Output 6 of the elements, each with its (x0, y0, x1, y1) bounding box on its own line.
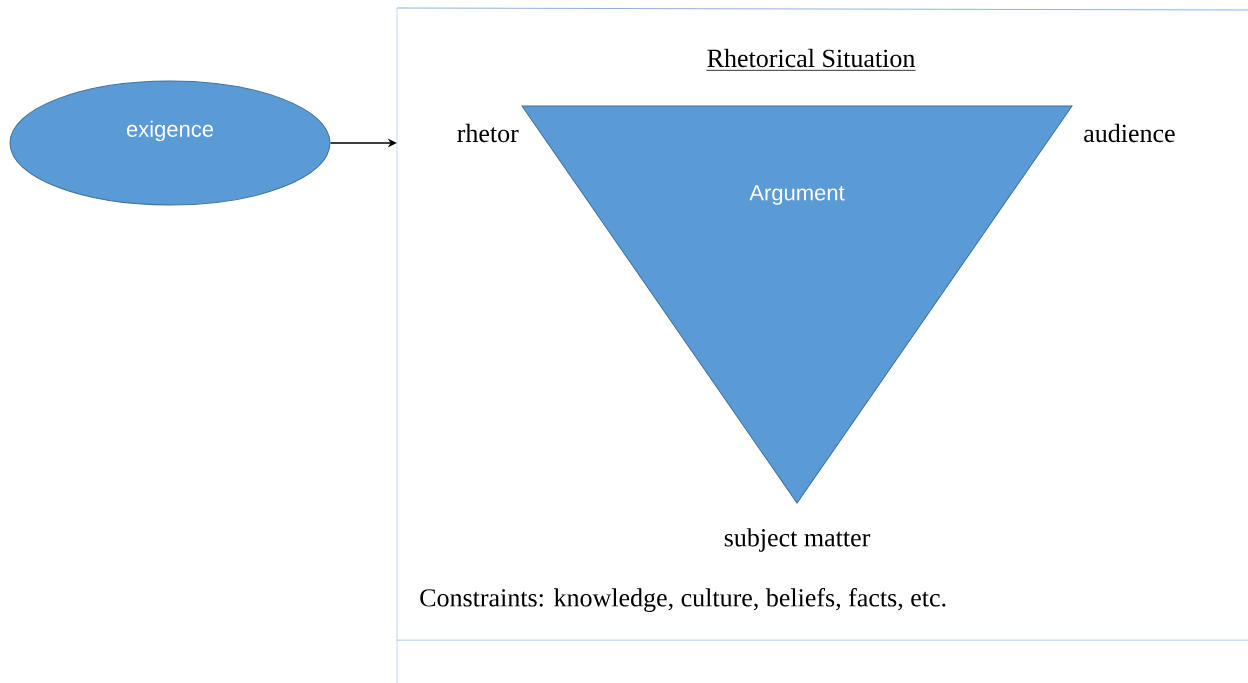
corner-label: subject matter (724, 528, 871, 552)
corner-label: audience (1084, 123, 1175, 143)
heading: Rhetorical Situation (706, 48, 916, 71)
corner-label: rhetor (457, 123, 519, 143)
constraints-text: Constraints: knowledge, culture, beliefs, facts, etc. (420, 588, 946, 612)
argument-triangle: Argument (521, 105, 1073, 504)
